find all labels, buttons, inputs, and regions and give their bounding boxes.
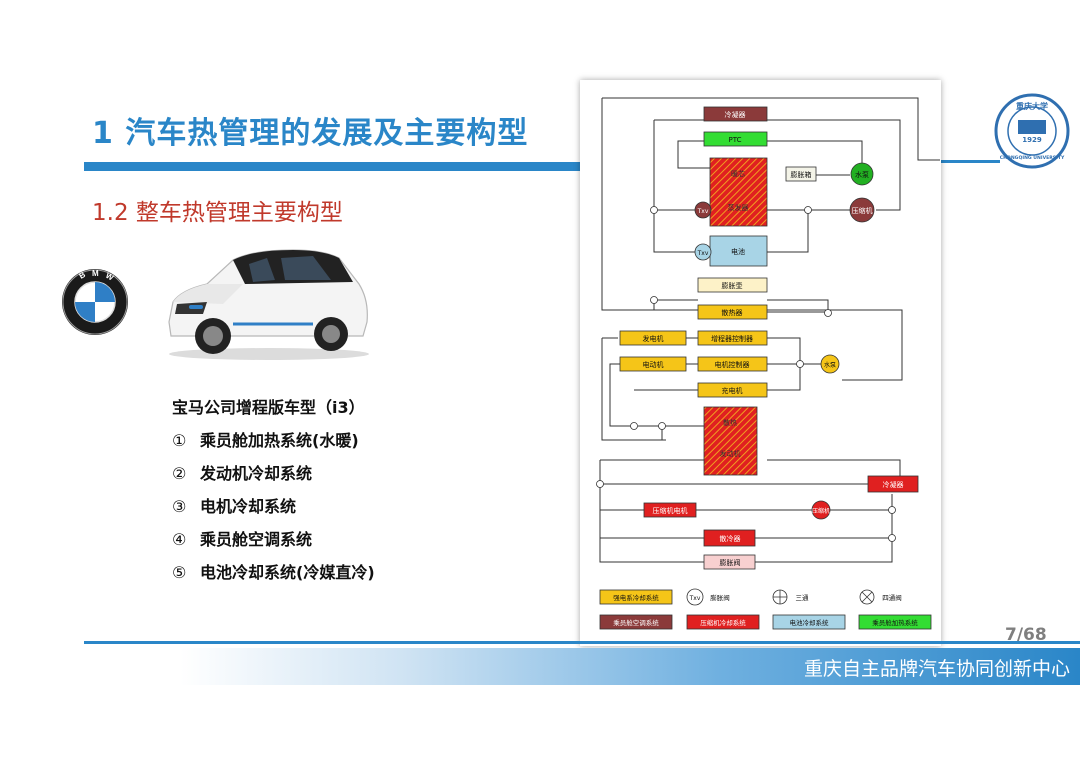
condenser-red-label: 冷凝器 (883, 480, 904, 489)
seal-year: 1929 (1022, 136, 1042, 144)
engine-top-label: 散热 (723, 418, 737, 427)
seal-top-text: 重庆大学 (1016, 101, 1048, 111)
feature-number: ⑤ (172, 563, 187, 582)
footer-band: 重庆自主品牌汽车协同创新中心 (180, 648, 1080, 685)
compressor-label: 压缩机 (852, 206, 873, 215)
feature-item: ④ 乘员舱空调系统 (172, 523, 375, 556)
legend-txv-text: Txv (689, 595, 701, 602)
seal-ring-text: CHONGQING UNIVERSITY (1000, 155, 1065, 161)
legend-label: 四通阀 (882, 593, 902, 602)
title-rule (84, 162, 580, 171)
feature-label: 乘员舱空调系统 (200, 530, 313, 549)
title-rule-right (940, 160, 1000, 163)
pump-mid-label: 水泵 (824, 361, 836, 369)
battery-label: 电池 (731, 247, 745, 256)
feature-number: ② (172, 464, 187, 483)
feature-item: ③ 电机冷却系统 (172, 490, 375, 523)
charger-label: 充电机 (722, 386, 743, 395)
slide-subtitle: 1.2 整车热管理主要构型 (92, 200, 343, 226)
thermal-diagram-panel: 冷凝器 PTC 暖芯 蒸发器 膨胀箱 水泵 Txv 压缩机 电池 Txv 膨胀壶… (580, 80, 941, 646)
feature-label: 电机冷却系统 (200, 497, 297, 516)
feature-list: ① 乘员舱加热系统(水暖) ② 发动机冷却系统 ③ 电机冷却系统 ④ 乘员舱空调系统 ⑤… (172, 424, 375, 589)
legend-swatch (599, 589, 673, 605)
feature-label: 电池冷却系统(冷媒直冷) (200, 563, 375, 582)
university-seal: 重庆大学 CHONGQING UNIVERSITY 1929 (994, 93, 1070, 169)
model-title: 宝马公司增程版车型（i3） (172, 398, 365, 417)
legend-label: 膨胀阀 (710, 593, 730, 602)
generator-label: 发电机 (643, 334, 664, 343)
pump-top-label: 水泵 (855, 170, 869, 179)
radiator-label: 散热器 (722, 308, 743, 317)
legend-swatch (686, 614, 760, 630)
motor-label: 电动机 (643, 360, 664, 369)
feature-number: ④ (172, 530, 187, 549)
radiator-red-label: 散冷器 (720, 534, 741, 543)
feature-number: ① (172, 431, 187, 450)
engine-bottom-label: 发动机 (720, 449, 741, 458)
feature-item: ① 乘员舱加热系统(水暖) (172, 424, 375, 457)
bmw-letter: M (92, 269, 99, 278)
compressor-red-label: 压缩机 (812, 507, 830, 515)
bottom-rule (84, 641, 1080, 644)
legend-label: 乘员舱空调系统 (613, 618, 659, 627)
footer-text: 重庆自主品牌汽车协同创新中心 (803, 658, 1070, 680)
feature-item: ⑤ 电池冷却系统(冷媒直冷) (172, 556, 375, 589)
slide-title: 1 汽车热管理的发展及主要构型 (92, 116, 529, 151)
expansion-tank-label: 膨胀壶 (722, 281, 743, 290)
feature-item: ② 发动机冷却系统 (172, 457, 375, 490)
bmw-letter: B (78, 270, 88, 281)
expansion-tank-top-label: 膨胀箱 (791, 170, 812, 179)
feature-label: 乘员舱加热系统(水暖) (200, 431, 359, 450)
feature-label: 发动机冷却系统 (200, 464, 313, 483)
legend-label: 乘员舱加热系统 (872, 618, 918, 627)
ptc-label: PTC (729, 136, 742, 144)
page-number: 7/68 (1005, 625, 1047, 645)
feature-number: ③ (172, 497, 187, 516)
legend-swatch (599, 614, 673, 630)
legend-label: 压缩机冷却系统 (700, 618, 746, 627)
evaporator-label: 蒸发器 (728, 203, 749, 212)
range-extender-ctrl-label: 增程器控制器 (711, 334, 753, 343)
legend-label: 电池冷却系统 (790, 618, 830, 627)
car-image (168, 249, 369, 360)
legend-txv-symbol (686, 588, 704, 606)
heater-label: 暖芯 (731, 169, 745, 178)
legend-label: 强电系冷却系统 (613, 593, 659, 602)
txv-label: Txv (697, 250, 709, 257)
bmw-letter: W (104, 271, 115, 283)
legend-swatch (772, 614, 846, 630)
legend-label: 三通 (796, 593, 810, 602)
expansion-pink-label: 膨胀阀 (720, 558, 741, 567)
motor-ctrl-label: 电机控制器 (715, 360, 750, 369)
legend-swatch (858, 614, 932, 630)
cooler-label: 冷凝器 (725, 110, 746, 119)
txv-label: Txv (697, 208, 709, 215)
comp-motor-label: 压缩机电机 (653, 506, 688, 515)
bmw-logo: B M W (62, 269, 128, 335)
